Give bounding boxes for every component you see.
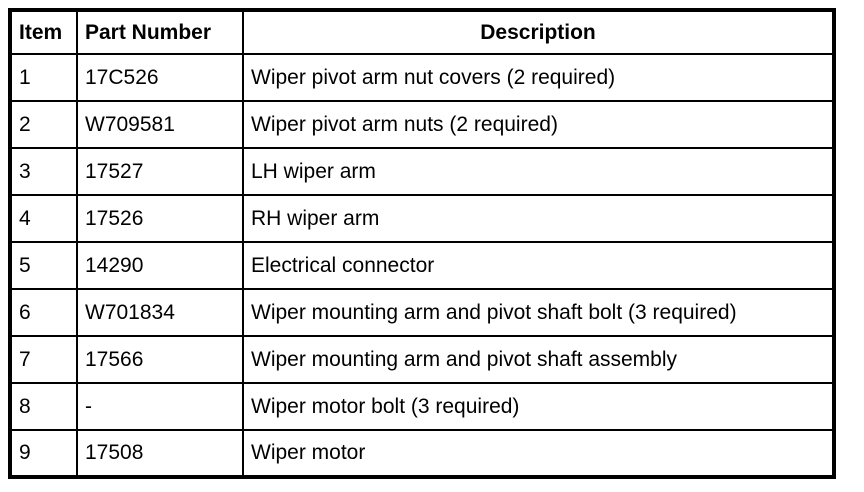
cell-part-number: 17566	[76, 335, 244, 384]
cell-item: 9	[9, 429, 78, 478]
table-row: 6 W701834 Wiper mounting arm and pivot s…	[9, 288, 835, 337]
table-row: 5 14290 Electrical connector	[9, 241, 835, 290]
table-row: 7 17566 Wiper mounting arm and pivot sha…	[9, 335, 835, 384]
cell-part-number: 17526	[76, 194, 244, 243]
header-row: Item Part Number Description	[9, 9, 835, 55]
cell-description: Wiper mounting arm and pivot shaft assem…	[242, 335, 835, 384]
cell-description: Wiper pivot arm nuts (2 required)	[242, 100, 835, 149]
cell-item: 8	[9, 382, 78, 431]
cell-part-number: W701834	[76, 288, 244, 337]
table-header: Item Part Number Description	[9, 9, 835, 55]
table-row: 4 17526 RH wiper arm	[9, 194, 835, 243]
cell-part-number: 17C526	[76, 53, 244, 102]
cell-part-number: 17527	[76, 147, 244, 196]
cell-item: 5	[9, 241, 78, 290]
cell-item: 6	[9, 288, 78, 337]
table-row: 2 W709581 Wiper pivot arm nuts (2 requir…	[9, 100, 835, 149]
parts-table: Item Part Number Description 1 17C526 Wi…	[8, 8, 836, 479]
cell-item: 2	[9, 100, 78, 149]
cell-description: Wiper pivot arm nut covers (2 required)	[242, 53, 835, 102]
cell-item: 1	[9, 53, 78, 102]
table-body: 1 17C526 Wiper pivot arm nut covers (2 r…	[9, 53, 835, 478]
table-row: 8 - Wiper motor bolt (3 required)	[9, 382, 835, 431]
cell-part-number: -	[76, 382, 244, 431]
cell-item: 4	[9, 194, 78, 243]
cell-description: RH wiper arm	[242, 194, 835, 243]
cell-item: 7	[9, 335, 78, 384]
header-item: Item	[9, 9, 78, 55]
cell-description: LH wiper arm	[242, 147, 835, 196]
cell-description: Wiper motor	[242, 429, 835, 478]
header-description: Description	[242, 9, 835, 55]
cell-description: Wiper motor bolt (3 required)	[242, 382, 835, 431]
cell-part-number: W709581	[76, 100, 244, 149]
cell-description: Wiper mounting arm and pivot shaft bolt …	[242, 288, 835, 337]
cell-item: 3	[9, 147, 78, 196]
table-row: 1 17C526 Wiper pivot arm nut covers (2 r…	[9, 53, 835, 102]
table-row: 3 17527 LH wiper arm	[9, 147, 835, 196]
cell-part-number: 17508	[76, 429, 244, 478]
table-row: 9 17508 Wiper motor	[9, 429, 835, 478]
cell-description: Electrical connector	[242, 241, 835, 290]
header-part-number: Part Number	[76, 9, 244, 55]
cell-part-number: 14290	[76, 241, 244, 290]
